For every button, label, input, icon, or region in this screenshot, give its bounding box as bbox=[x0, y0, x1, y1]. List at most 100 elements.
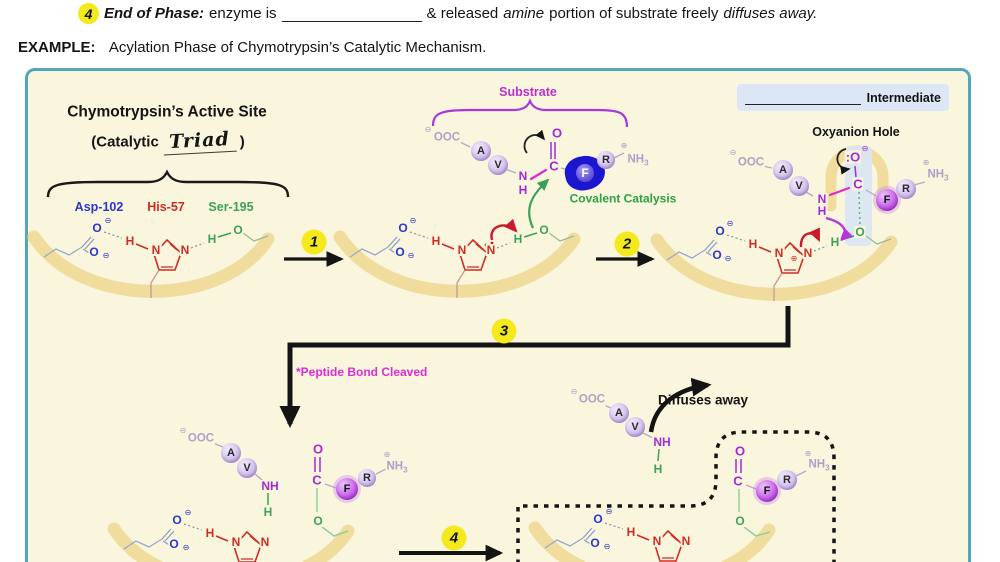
residue-bead-r: R bbox=[358, 469, 376, 487]
atom-n: N bbox=[456, 243, 468, 257]
atom-c: C bbox=[311, 472, 323, 488]
residue-bead-v: V bbox=[789, 176, 809, 196]
atom-o: O bbox=[91, 221, 103, 235]
oxyanion-hole-label: Oxyanion Hole bbox=[812, 125, 900, 140]
group-nh: NH3 bbox=[626, 153, 650, 168]
phase-text: enzyme is bbox=[209, 5, 277, 22]
atom-n: N bbox=[230, 535, 242, 549]
subtitle-post: ) bbox=[239, 133, 245, 151]
residue-bead-r: R bbox=[896, 179, 916, 199]
atom-o: O bbox=[550, 125, 564, 141]
atom-o: O bbox=[311, 441, 325, 457]
step-badge-1: 1 bbox=[301, 229, 327, 255]
atom-h: H bbox=[517, 183, 529, 197]
minus-charge: ⊖ bbox=[729, 148, 737, 157]
residue-bead-a: A bbox=[773, 160, 793, 180]
amine-italic: amine bbox=[503, 5, 545, 22]
atom-n: N bbox=[651, 534, 663, 548]
atom-o-lonepair: :O bbox=[844, 149, 862, 165]
fill-in-line: 4 End of Phase: enzyme is & released ami… bbox=[78, 3, 822, 24]
residue-bead-r: R bbox=[777, 470, 797, 490]
intermediate-label-box: Intermediate bbox=[737, 84, 949, 111]
released-text: & released bbox=[426, 5, 499, 22]
atom-o: O bbox=[592, 512, 604, 526]
minus-charge: ⊖ bbox=[179, 426, 187, 435]
atom-n: N bbox=[179, 243, 191, 257]
minus-charge: ⊖ bbox=[861, 144, 869, 153]
plus-charge: ⊕ bbox=[620, 141, 628, 150]
group-nh: NH3 bbox=[385, 460, 409, 475]
diffuses-away-label: Diffuses away bbox=[657, 392, 749, 408]
atom-n: N bbox=[259, 535, 271, 549]
atom-c: C bbox=[732, 473, 744, 489]
subtitle-pre: (Catalytic bbox=[91, 133, 159, 151]
atom-h: H bbox=[816, 204, 828, 218]
residue-bead-r: R bbox=[597, 151, 615, 169]
plus-charge: ⊕ bbox=[804, 449, 812, 458]
atom-h: H bbox=[652, 462, 664, 476]
minus-charge: ⊖ bbox=[409, 216, 417, 225]
plus-charge: ⊕ bbox=[922, 158, 930, 167]
group-ooc: OOC bbox=[432, 131, 462, 144]
group-ooc: OOC bbox=[736, 156, 766, 169]
atom-n: N bbox=[680, 534, 692, 548]
step-badge-2: 2 bbox=[614, 231, 640, 257]
atom-c: C bbox=[548, 158, 560, 174]
minus-charge: ⊖ bbox=[184, 508, 192, 517]
atom-n: N bbox=[816, 192, 828, 206]
panel-subtitle: (Catalytic Triad ) bbox=[91, 128, 245, 156]
atom-o: O bbox=[589, 536, 601, 550]
step-badge-3: 3 bbox=[491, 318, 517, 344]
residue-bead-a: A bbox=[221, 443, 241, 463]
residue-label-his-57: His-57 bbox=[147, 200, 185, 214]
group-nh: NH3 bbox=[926, 168, 950, 183]
residue-label-asp-102: Asp-102 bbox=[74, 200, 124, 214]
atom-h: H bbox=[124, 234, 136, 248]
minus-charge: ⊖ bbox=[724, 254, 732, 263]
group-nh: NH bbox=[652, 435, 672, 449]
handwritten-answer: Triad bbox=[162, 128, 237, 156]
minus-charge: ⊖ bbox=[182, 543, 190, 552]
atom-h: H bbox=[206, 232, 218, 246]
atom-n: N bbox=[802, 246, 814, 260]
phase-title: End of Phase: bbox=[104, 5, 205, 22]
diffuses-italic: diffuses away. bbox=[723, 5, 818, 22]
atom-h: H bbox=[262, 505, 274, 519]
atom-o: O bbox=[168, 537, 180, 551]
peptide-bond-cleaved-label: *Peptide Bond Cleaved bbox=[296, 365, 428, 379]
portion-text: portion of substrate freely bbox=[549, 5, 719, 22]
residue-bead-f: F bbox=[876, 189, 898, 211]
step-badge-4: 4 bbox=[441, 525, 467, 551]
plus-charge: ⊕ bbox=[790, 254, 798, 263]
atom-o: O bbox=[854, 225, 866, 239]
atom-h: H bbox=[204, 526, 216, 540]
atom-o: O bbox=[538, 223, 550, 237]
minus-charge: ⊖ bbox=[424, 125, 432, 134]
atom-h: H bbox=[747, 237, 759, 251]
atom-h: H bbox=[430, 234, 442, 248]
example-label: EXAMPLE: bbox=[18, 39, 96, 56]
group-ooc: OOC bbox=[186, 432, 216, 445]
substrate-label: Substrate bbox=[499, 85, 557, 100]
panel-title: Chymotrypsin’s Active Site bbox=[67, 103, 267, 121]
atom-h: H bbox=[512, 232, 524, 246]
residue-label-ser-195: Ser-195 bbox=[208, 200, 254, 214]
step-badge-4-header: 4 bbox=[78, 3, 99, 24]
atom-n: N bbox=[485, 243, 497, 257]
atom-o: O bbox=[394, 245, 406, 259]
atom-o: O bbox=[312, 514, 324, 528]
residue-bead-a: A bbox=[609, 403, 629, 423]
atom-c: C bbox=[852, 176, 864, 192]
residue-bead-f: F bbox=[336, 478, 358, 500]
plus-charge: ⊕ bbox=[383, 450, 391, 459]
minus-charge: ⊖ bbox=[605, 507, 613, 516]
covalent-catalysis-label: Covalent Catalysis bbox=[569, 191, 677, 206]
minus-charge: ⊖ bbox=[570, 387, 578, 396]
group-nh: NH bbox=[260, 479, 280, 493]
atom-o: O bbox=[232, 223, 244, 237]
residue-bead-f: F bbox=[756, 480, 778, 502]
atom-o: O bbox=[171, 513, 183, 527]
minus-charge: ⊖ bbox=[726, 219, 734, 228]
fill-in-blank bbox=[281, 6, 422, 22]
residue-bead-f: F bbox=[576, 164, 594, 182]
